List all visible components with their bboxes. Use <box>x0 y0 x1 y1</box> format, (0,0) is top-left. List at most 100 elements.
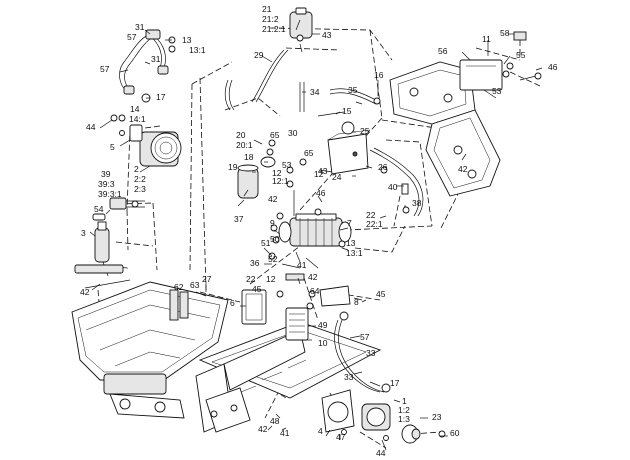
leader-lines <box>89 19 543 451</box>
callout-64: 64 <box>310 286 320 296</box>
callout-45: 45 <box>376 289 386 299</box>
callout-12-1: 12:1 <box>272 176 289 186</box>
callout-58: 58 <box>500 28 510 38</box>
callout-50: 50 <box>270 234 280 244</box>
callout-14: 14 <box>130 104 140 114</box>
callout-15: 15 <box>342 106 352 116</box>
callout-30: 30 <box>288 128 298 138</box>
callout-13: 13 <box>346 238 356 248</box>
callout-labels: 31 57 13 13:1 57 31 17 14 14:1 44 5 2 2:… <box>80 4 558 458</box>
callout-26: 26 <box>378 162 388 172</box>
callout-31: 31 <box>135 22 145 32</box>
callout-16: 16 <box>374 70 384 80</box>
callout-7: 7 <box>347 218 352 228</box>
callout-39-3: 39:3 <box>98 179 115 189</box>
callout-46: 46 <box>548 62 558 72</box>
callout-27: 27 <box>202 274 212 284</box>
callout-41: 41 <box>280 428 290 438</box>
callout-21: 21 <box>262 4 272 14</box>
bottom-motor <box>321 389 446 444</box>
callout-3: 3 <box>81 228 86 238</box>
callout-14-1: 14:1 <box>129 114 146 124</box>
callout-39-3-1: 39:3:1 <box>98 189 122 199</box>
callout-42: 42 <box>268 194 278 204</box>
callout-42: 42 <box>308 272 318 282</box>
tank <box>327 121 424 217</box>
filter-group <box>237 139 307 216</box>
callout-5: 5 <box>110 142 115 152</box>
callout-43: 43 <box>318 166 328 176</box>
callout-2-3: 2:3 <box>134 184 146 194</box>
callout-53: 53 <box>492 86 502 96</box>
callout-12: 12 <box>272 168 282 178</box>
callout-22-1: 22:1 <box>366 219 383 229</box>
callout-13-1: 13:1 <box>189 45 206 55</box>
callout-22: 22 <box>246 274 256 284</box>
callout-53: 53 <box>282 160 292 170</box>
callout-57: 57 <box>100 64 110 74</box>
center-pump <box>268 208 352 269</box>
callout-2: 2 <box>134 164 139 174</box>
callout-17: 17 <box>156 92 166 102</box>
callout-42: 42 <box>258 424 268 434</box>
callout-57: 57 <box>127 32 137 42</box>
callout-44: 44 <box>376 448 386 458</box>
callout-52: 52 <box>268 254 278 264</box>
callout-33: 33 <box>344 372 354 382</box>
callout-47: 47 <box>336 432 346 442</box>
callout-42: 42 <box>80 287 90 297</box>
callout-57: 57 <box>360 332 370 342</box>
callout-46: 46 <box>316 188 326 198</box>
callout-39: 39 <box>101 169 111 179</box>
callout-21-2: 21:2 <box>262 14 279 24</box>
callout-38: 38 <box>412 198 422 208</box>
hopper <box>71 281 229 419</box>
callout-2-2: 2:2 <box>134 174 146 184</box>
callout-11: 11 <box>482 34 491 44</box>
callout-24: 24 <box>332 172 342 182</box>
callout-12: 12 <box>314 169 324 179</box>
callout-23: 23 <box>432 412 442 422</box>
reservoir-top <box>224 7 381 117</box>
callout-10: 10 <box>318 338 328 348</box>
callout-33: 33 <box>366 348 376 358</box>
callout-20-1: 20:1 <box>236 140 253 150</box>
lever-assembly <box>389 31 542 214</box>
callout-51: 51 <box>261 238 271 248</box>
callout-41: 41 <box>297 260 307 270</box>
callout-45: 45 <box>252 284 262 294</box>
callout-6: 6 <box>230 298 235 308</box>
left-fittings <box>74 197 145 289</box>
callout-21-2-1: 21:2:1 <box>262 24 286 34</box>
callout-43: 43 <box>322 30 332 40</box>
callout-34: 34 <box>310 87 320 97</box>
callout-62: 62 <box>174 282 184 292</box>
callout-1-3: 1:3 <box>398 414 410 424</box>
callout-42: 42 <box>458 164 468 174</box>
callout-54: 54 <box>94 204 104 214</box>
callout-9: 9 <box>270 218 275 228</box>
callout-12: 12 <box>266 274 276 284</box>
callout-48: 48 <box>270 416 280 426</box>
callout-65: 65 <box>304 148 314 158</box>
callout-35: 35 <box>348 85 358 95</box>
callout-4: 4 <box>318 426 323 436</box>
callout-63: 63 <box>190 280 200 290</box>
callout-13-1: 13:1 <box>346 248 363 258</box>
callout-29: 29 <box>254 50 264 60</box>
callout-17: 17 <box>390 378 400 388</box>
callout-56: 56 <box>438 46 448 56</box>
callout-40: 40 <box>388 182 398 192</box>
callout-60: 60 <box>450 428 460 438</box>
callout-25: 25 <box>360 126 370 136</box>
callout-49: 49 <box>318 320 328 330</box>
callout-19: 19 <box>228 162 238 172</box>
callout-13: 13 <box>182 35 192 45</box>
callout-37: 37 <box>234 214 244 224</box>
callout-55: 55 <box>516 50 526 60</box>
lower-middle-parts <box>241 273 391 393</box>
callout-36: 36 <box>250 258 260 268</box>
callout-65: 65 <box>270 130 280 140</box>
